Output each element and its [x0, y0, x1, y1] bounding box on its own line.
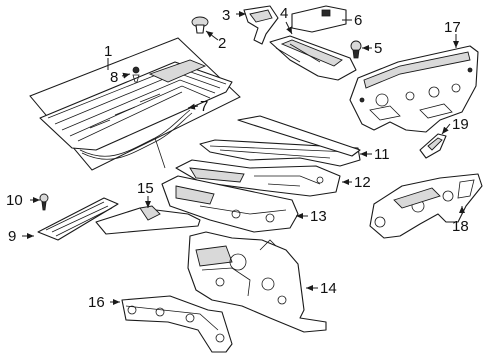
- part-3-bracket: [236, 5, 279, 45]
- callout-16: 16: [88, 294, 105, 311]
- callout-5: 5: [374, 40, 382, 57]
- part-7-drain-tube: [79, 103, 199, 169]
- callout-12: 12: [354, 174, 371, 191]
- callout-9: 9: [8, 228, 16, 245]
- callout-19: 19: [452, 116, 469, 133]
- part-15-insulator: [95, 196, 201, 235]
- part-17-dash-panel-upper: [349, 34, 479, 133]
- callout-14: 14: [320, 280, 337, 297]
- part-13-dash-reinforcement: [161, 175, 308, 233]
- part-14-dash-panel-main: [187, 231, 327, 333]
- part-16-tunnel-brace: [110, 295, 233, 353]
- part-cowl-vent-panel: [39, 59, 233, 151]
- callout-11: 11: [374, 146, 390, 163]
- callout-1: 1: [104, 43, 112, 60]
- callout-15: 15: [137, 180, 154, 197]
- callout-4: 4: [280, 5, 288, 22]
- part-2-push-pin: [191, 16, 219, 41]
- callout-17: 17: [444, 19, 461, 36]
- callout-18: 18: [452, 218, 469, 235]
- part-6-cowl-cover: [291, 5, 352, 33]
- callout-6: 6: [354, 12, 362, 29]
- callout-8: 8: [110, 69, 118, 86]
- part-10-screw: [30, 193, 49, 211]
- callout-10: 10: [6, 192, 23, 209]
- callout-7: 7: [200, 98, 208, 115]
- part-9-step-plate: [22, 197, 119, 241]
- part-18-dash-panel-lower: [369, 173, 483, 239]
- callout-13: 13: [310, 208, 327, 225]
- callout-2: 2: [218, 35, 226, 52]
- part-4-plenum-panel: [269, 21, 357, 81]
- callout-3: 3: [222, 7, 230, 24]
- part-11-cowl-crossmember: [199, 115, 372, 167]
- part-12-plenum-lower: [175, 159, 352, 197]
- part-19-bracket: [419, 123, 451, 159]
- part-5-bolt: [350, 40, 372, 59]
- part-8-clip: [121, 66, 140, 83]
